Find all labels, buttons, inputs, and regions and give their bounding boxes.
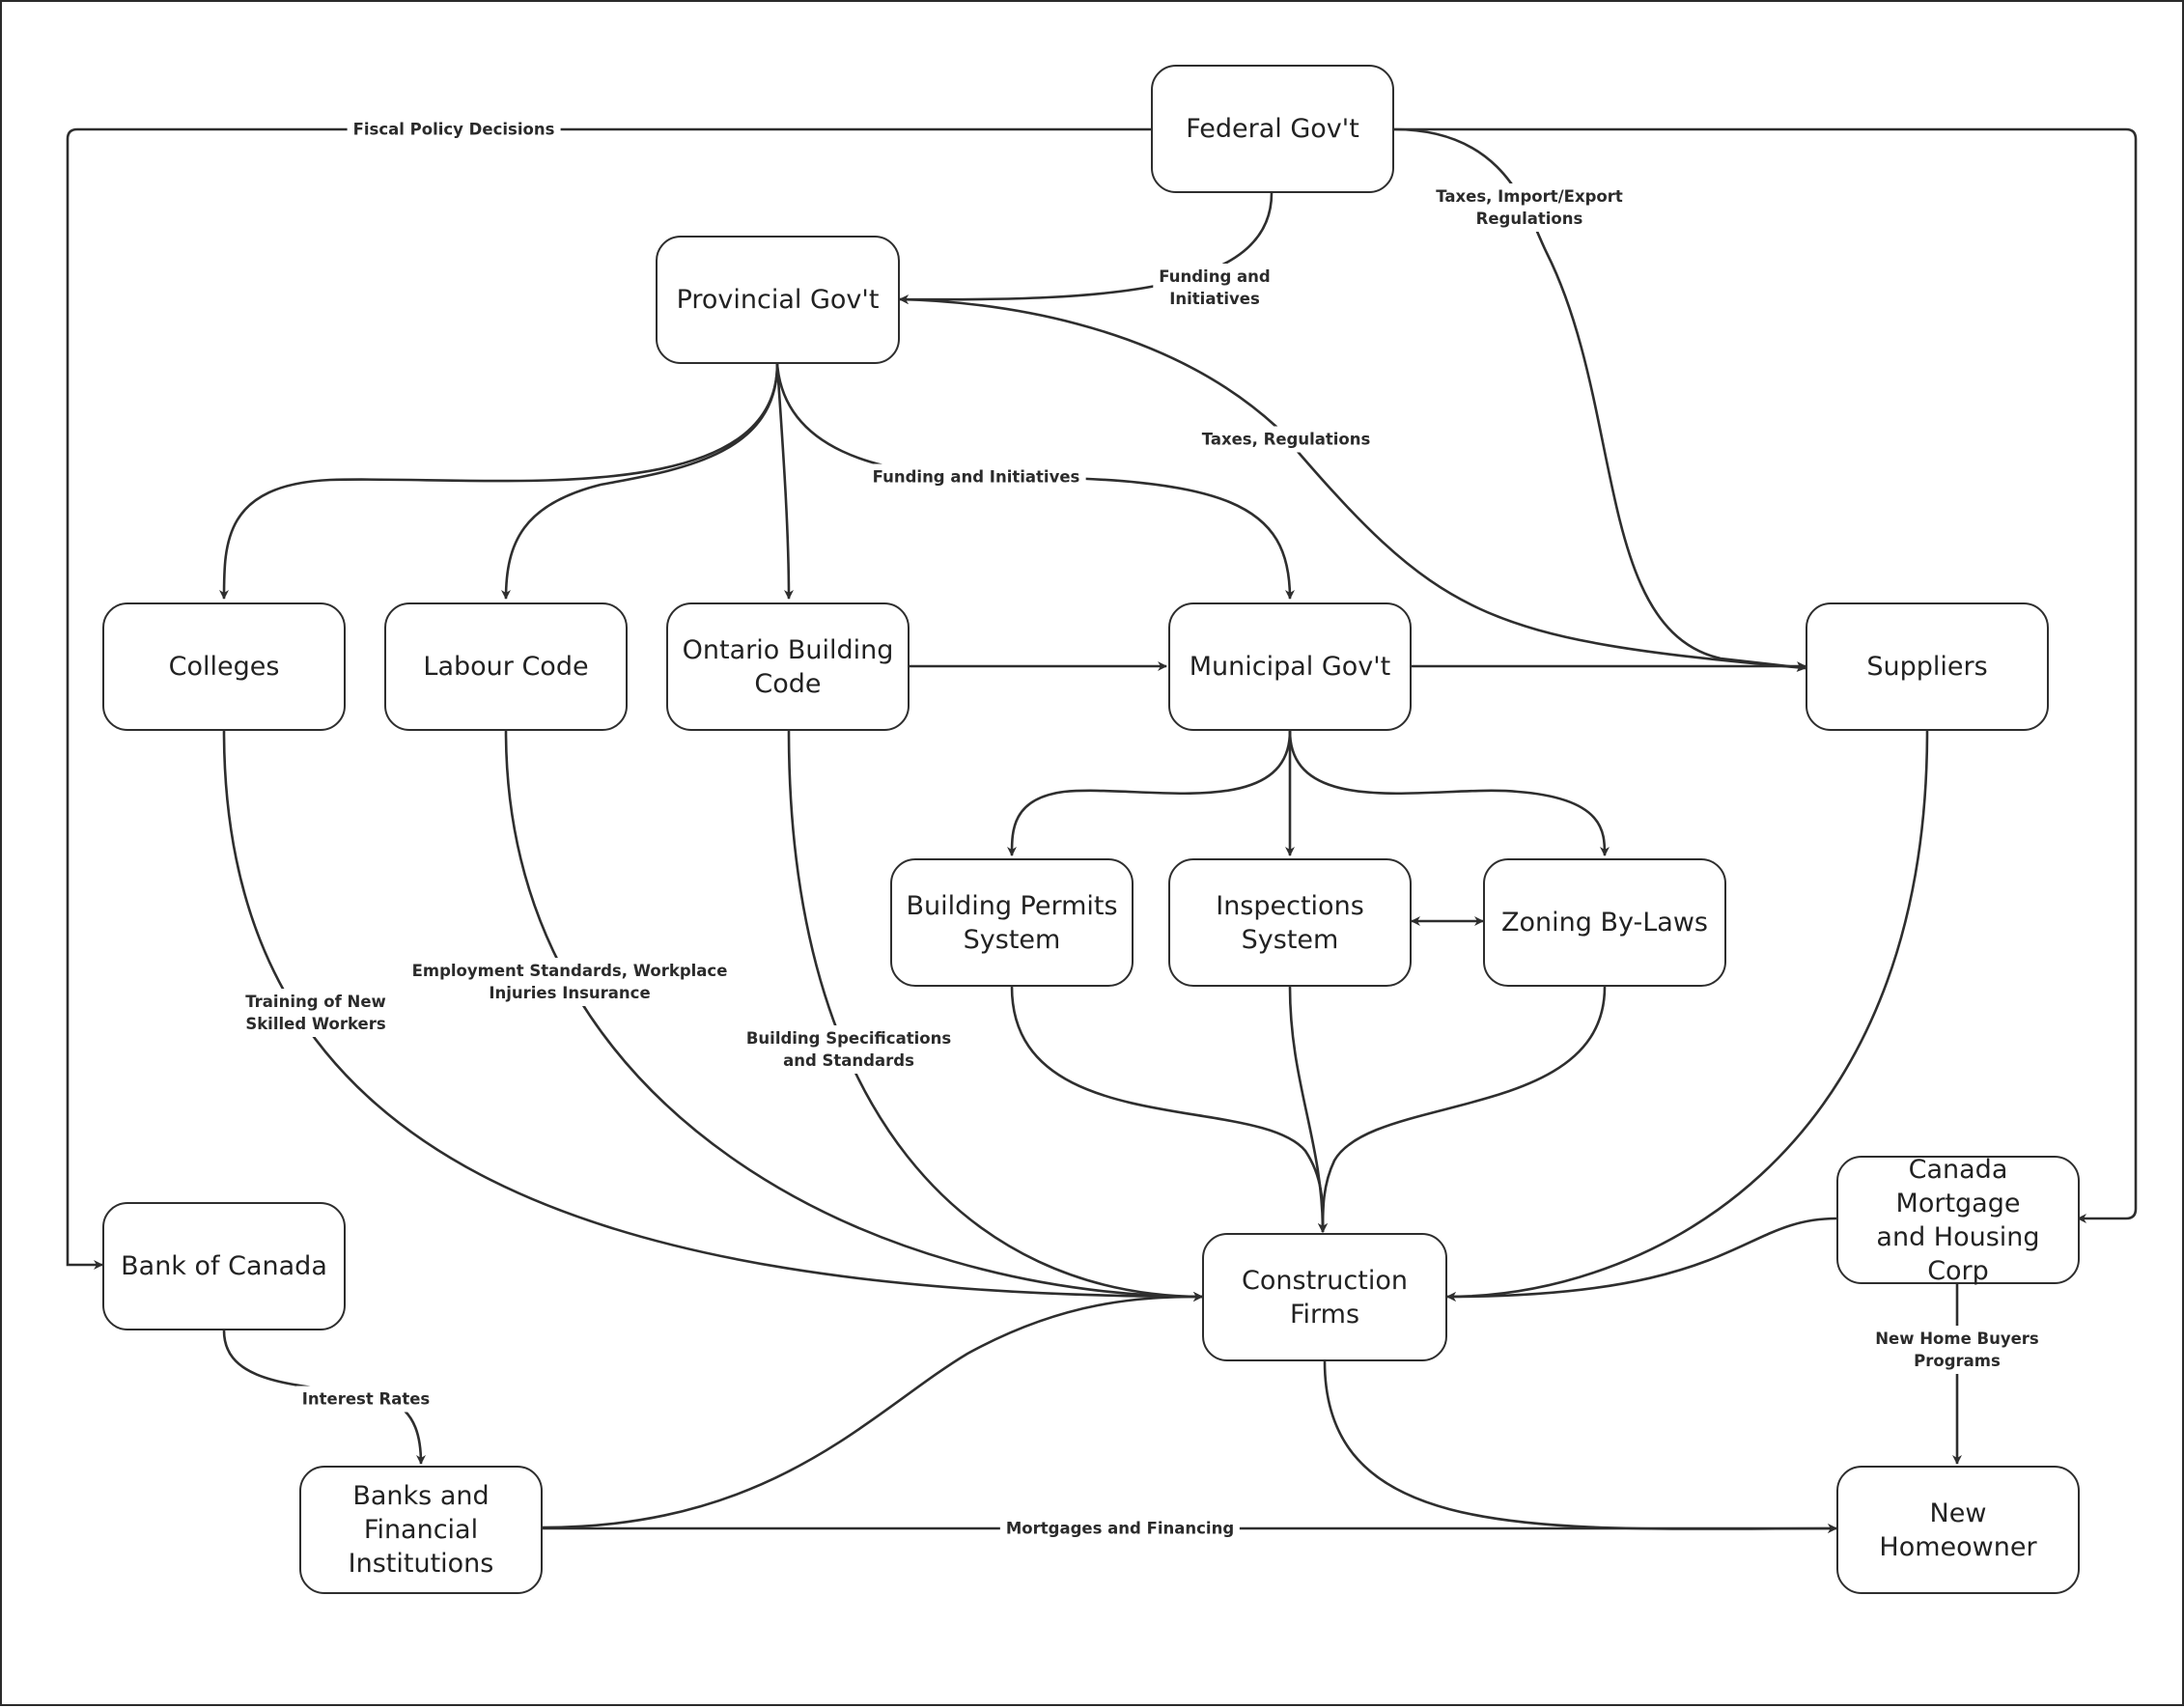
edge-provincial-labour [501,363,779,600]
node-bank-of-canada: Bank of Canada [102,1202,346,1330]
edge-suppliers-construction [1446,730,1929,1302]
node-cmhc: Canada Mortgage and Housing Corp [1836,1155,2080,1286]
node-suppliers: Suppliers [1806,602,2049,731]
label-fiscal-policy-decisions: Fiscal Policy Decisions [347,116,561,143]
label-training-skilled-workers: Training of New Skilled Workers [239,989,392,1037]
node-banks-financial-institutions: Banks and Financial Institutions [299,1466,543,1594]
node-inspections-system: Inspections System [1168,858,1412,987]
edge-provincial-colleges [219,363,779,600]
label-mortgages-financing: Mortgages and Financing [999,1515,1241,1542]
node-construction-firms: Construction Firms [1202,1233,1447,1361]
edge-municipal-permits [1006,730,1292,856]
node-colleges: Colleges [102,602,346,731]
edge-banks-construction [542,1292,1203,1529]
node-federal-govt: Federal Gov't [1151,65,1394,193]
edge-permits-construction [1010,986,1329,1233]
edge-municipal-zoning [1288,730,1610,856]
label-employment-standards: Employment Standards, Workplace Injuries… [406,958,734,1006]
edge-federal-cmhc [1394,127,2138,1223]
label-taxes-regulations: Taxes, Regulations [1195,426,1377,453]
edge-zoning-construction [1318,986,1607,1233]
edge-colleges-construction [222,730,1203,1302]
edge-cmhc-construction [1446,1217,1837,1302]
edge-obc-construction [787,730,1203,1302]
label-interest-rates: Interest Rates [295,1386,436,1413]
edge-labour-construction [504,730,1203,1302]
label-new-home-buyers: New Home Buyers Programs [1844,1326,2070,1374]
edge-provincial-obc [775,363,794,600]
edge-fiscal-policy [66,127,1151,1270]
node-provincial-govt: Provincial Gov't [656,236,900,364]
label-building-specifications: Building Specifications and Standards [740,1025,958,1074]
edge-construction-homeowner [1323,1360,1837,1534]
label-prov-mun-funding: Funding and Initiatives [866,463,1086,490]
label-taxes-import-export: Taxes, Import/Export Regulations [1430,183,1629,232]
node-ontario-building-code: Ontario Building Code [666,602,910,731]
node-new-homeowner: New Homeowner [1836,1466,2080,1594]
edge-suppliers-provincial [899,294,1806,670]
node-zoning-by-laws: Zoning By-Laws [1483,858,1726,987]
node-labour-code: Labour Code [384,602,628,731]
edge-inspections-construction [1288,986,1328,1233]
node-municipal-govt: Municipal Gov't [1168,602,1412,731]
edge-federal-suppliers [1393,127,1806,672]
node-building-permits-system: Building Permits System [890,858,1134,987]
label-fed-prov-funding: Funding and Initiatives [1153,264,1276,312]
